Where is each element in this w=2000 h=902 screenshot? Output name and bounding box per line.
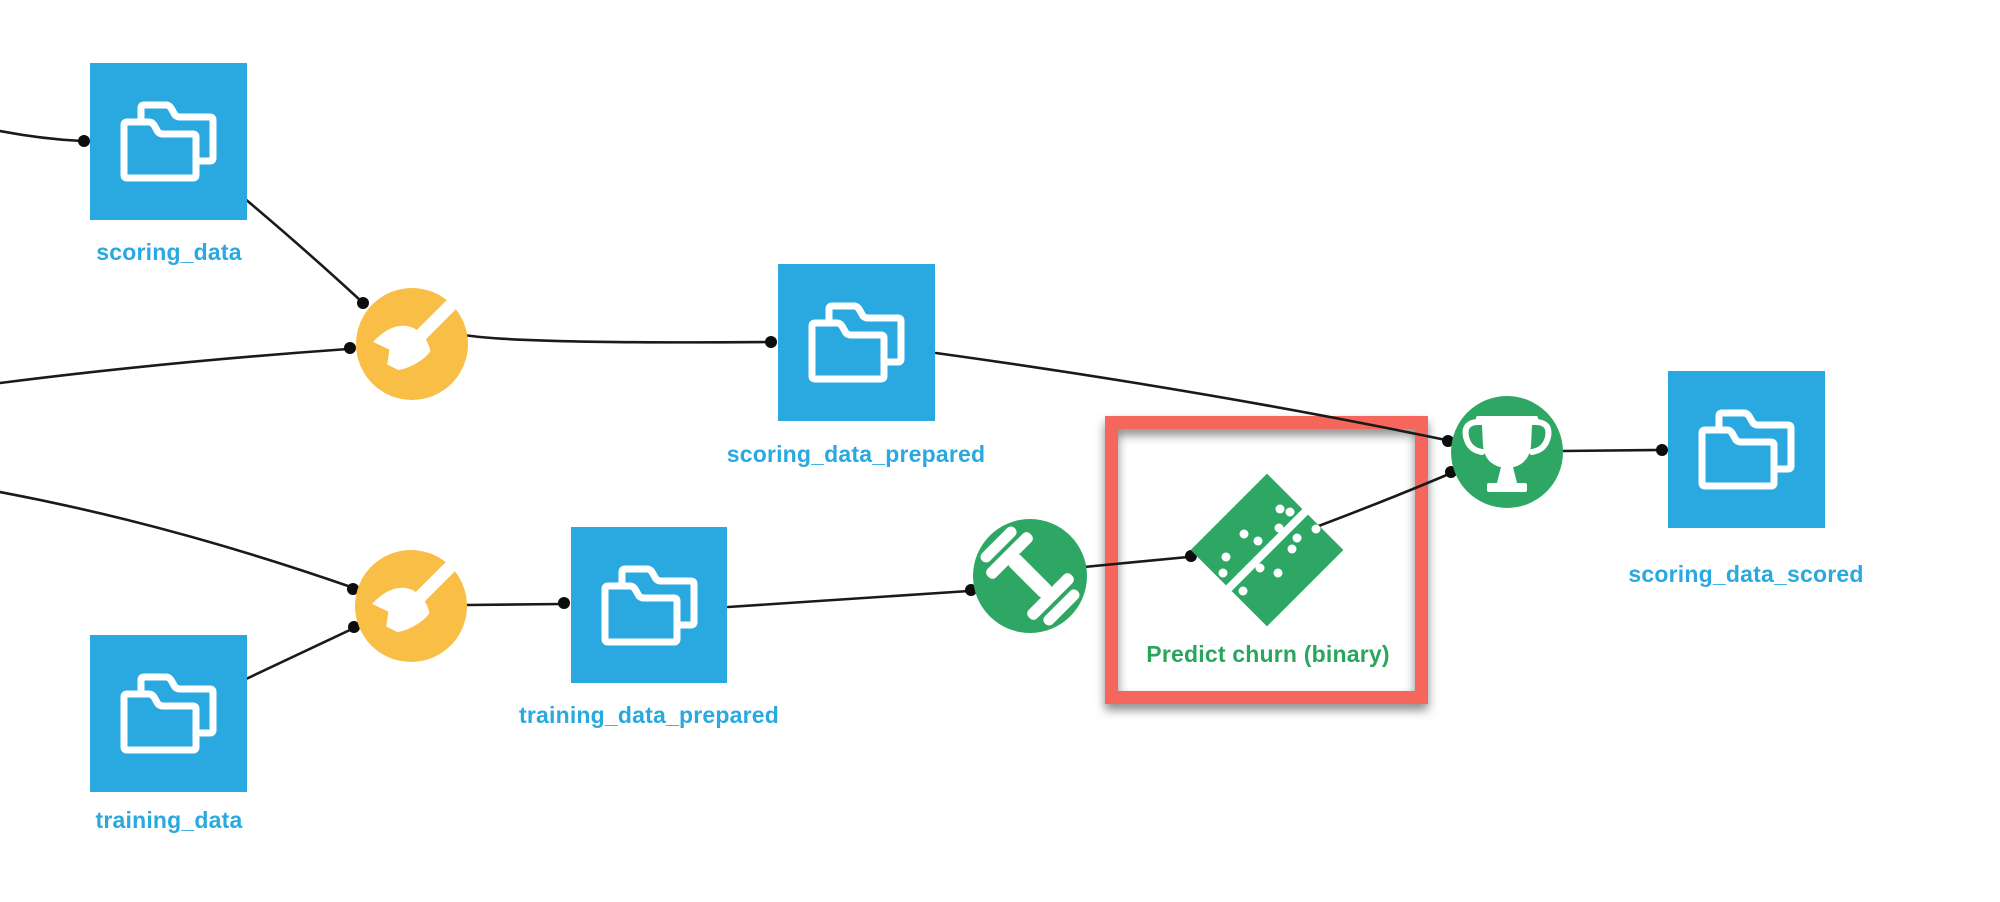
edge-anchor-dot [965, 584, 977, 596]
flow-edge [242, 196, 363, 303]
prepare-recipe-node-scoring[interactable] [356, 283, 468, 400]
edge-anchor-dot [558, 597, 570, 609]
model-label-predict-churn[interactable]: Predict churn (binary) [1146, 641, 1390, 667]
flow-edge [244, 627, 354, 681]
flow-edge [0, 490, 353, 589]
folder-icon [1698, 409, 1795, 490]
flow-edge [0, 347, 350, 385]
folder-icon [120, 673, 217, 754]
dataset-node-training-data-prepared[interactable] [571, 527, 727, 683]
model-scatter-dots [1218, 504, 1321, 596]
folder-icon [601, 565, 698, 646]
trophy-icon [1462, 416, 1552, 492]
dataset-node-scoring-data[interactable] [90, 63, 247, 220]
flow-edge [0, 129, 84, 143]
dumbbell-icon [980, 526, 1080, 626]
flow-edge [934, 351, 1448, 442]
edge-anchor-dot [78, 135, 90, 147]
saved-model-node-predict-churn[interactable] [1190, 473, 1344, 627]
model-highlight-box [1105, 416, 1428, 704]
flow-edge [462, 333, 771, 344]
dataset-label-training-data[interactable]: training_data [95, 807, 243, 833]
flow-edge [1082, 555, 1190, 569]
broom-icon [373, 300, 456, 371]
flow-edge [726, 589, 971, 609]
dataset-node-training-data[interactable] [90, 635, 247, 792]
broom-icon [372, 562, 455, 633]
edge-anchor-dot [765, 336, 777, 348]
dataset-label-training-data-prepared[interactable]: training_data_prepared [518, 702, 780, 728]
dataset-node-scoring-data-prepared[interactable] [778, 264, 935, 421]
flow-edge [1560, 448, 1662, 453]
prepare-recipe-node-training[interactable] [355, 545, 467, 662]
edge-anchor-dot [1656, 444, 1668, 456]
edge-anchor-dot [344, 342, 356, 354]
model-diamond-icon [1190, 473, 1344, 627]
folder-icon [808, 302, 905, 383]
folder-icon [120, 101, 217, 182]
flow-edge [465, 602, 564, 607]
flow-edges [0, 129, 1668, 681]
dataset-node-scoring-data-scored[interactable] [1668, 371, 1825, 528]
dataset-label-scoring-data-prepared[interactable]: scoring_data_prepared [726, 441, 986, 467]
dataset-label-scoring-data[interactable]: scoring_data [96, 239, 242, 265]
edge-anchor-dot [357, 297, 369, 309]
flow-edge [1314, 472, 1451, 529]
score-recipe-node[interactable] [1451, 396, 1563, 508]
train-recipe-node[interactable] [973, 519, 1087, 633]
dataset-label-scoring-data-scored[interactable]: scoring_data_scored [1628, 561, 1864, 587]
edge-anchor-dot [1442, 435, 1454, 447]
edge-anchor-dot [348, 621, 360, 633]
edge-anchor-dot [347, 583, 359, 595]
